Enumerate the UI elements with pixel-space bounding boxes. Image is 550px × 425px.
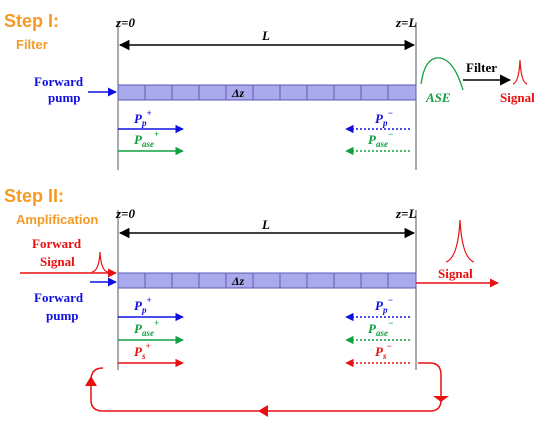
step1-forward-pump-label-1: Forward bbox=[34, 74, 84, 89]
step2-feedback-loop bbox=[90, 362, 442, 412]
svg-text:Pp+: Pp+ bbox=[134, 295, 152, 315]
svg-text:Pase−: Pase− bbox=[368, 318, 393, 338]
step1-subtitle: Filter bbox=[16, 37, 48, 52]
step2-feedback-arrowhead-right bbox=[433, 396, 449, 402]
step1-forward-pump-label-2: pump bbox=[48, 90, 81, 105]
svg-text:Pp−: Pp− bbox=[375, 108, 393, 128]
step1-fiber bbox=[117, 84, 417, 101]
step2-forward-pump-label-2: pump bbox=[46, 308, 79, 323]
step1-z0-label: z=0 bbox=[115, 15, 135, 30]
step2-title: Step II: bbox=[4, 186, 64, 206]
step2-output-signal-peak bbox=[445, 219, 475, 263]
step1-title: Step I: bbox=[4, 11, 59, 31]
step2-input-signal-peak bbox=[91, 251, 109, 273]
step2-z0-label: z=0 bbox=[115, 206, 135, 221]
svg-text:Pase−: Pase− bbox=[368, 129, 393, 149]
step1-signal-peak bbox=[512, 59, 528, 85]
step1-dz-label: Δz bbox=[231, 86, 245, 100]
svg-text:Ps+: Ps+ bbox=[134, 341, 151, 361]
step2-forward-signal-label-1: Forward bbox=[32, 236, 82, 251]
step2-Pase-plus-label: Pase+ bbox=[134, 318, 159, 338]
svg-text:Pase+: Pase+ bbox=[134, 129, 159, 149]
svg-text:Ps−: Ps− bbox=[375, 341, 392, 361]
step2-zL-label: z=L bbox=[395, 206, 416, 221]
step2-feedback-arrowhead-bottom bbox=[258, 405, 268, 417]
step2-Ps-plus-label: Ps+ bbox=[134, 341, 151, 361]
step2-Pp-plus-label: Pp+ bbox=[134, 295, 152, 315]
step2-signal-label: Signal bbox=[438, 266, 473, 281]
step2-fiber bbox=[117, 272, 417, 289]
svg-text:Pase+: Pase+ bbox=[134, 318, 159, 338]
step2-Pase-minus-label: Pase− bbox=[368, 318, 393, 338]
step1-Pp-minus-label: Pp− bbox=[375, 108, 393, 128]
step2-dz-label: Δz bbox=[231, 274, 245, 288]
step1-ase-label: ASE bbox=[425, 90, 451, 105]
step2-feedback-arrowhead-left bbox=[85, 376, 97, 386]
svg-text:Pp+: Pp+ bbox=[134, 108, 152, 128]
step1-length-label: L bbox=[261, 28, 270, 43]
step1-ase-spectrum bbox=[420, 57, 464, 91]
step2-forward-pump-label-1: Forward bbox=[34, 290, 84, 305]
step1-filter-label: Filter bbox=[466, 60, 497, 75]
step1-Pase-plus-label: Pase+ bbox=[134, 129, 159, 149]
step1-Pase-minus-label: Pase− bbox=[368, 129, 393, 149]
step1-Pp-plus-label: Pp+ bbox=[134, 108, 152, 128]
svg-text:Pp−: Pp− bbox=[375, 295, 393, 315]
step2-forward-signal-label-2: Signal bbox=[40, 254, 75, 269]
step1-zL-label: z=L bbox=[395, 15, 416, 30]
step2-Ps-minus-label: Ps− bbox=[375, 341, 392, 361]
step1-signal-label: Signal bbox=[500, 90, 535, 105]
step2-Pp-minus-label: Pp− bbox=[375, 295, 393, 315]
step2-length-label: L bbox=[261, 217, 270, 232]
step2-subtitle: Amplification bbox=[16, 212, 98, 227]
